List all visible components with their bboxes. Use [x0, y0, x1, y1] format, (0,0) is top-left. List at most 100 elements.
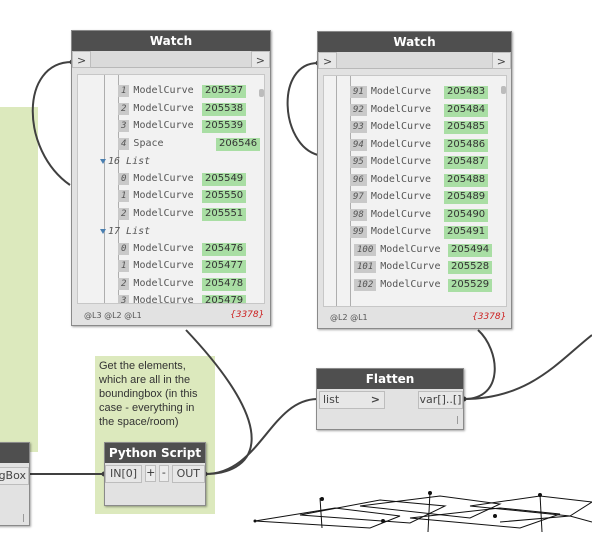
item-index: 2 — [118, 277, 130, 290]
collapse-triangle-icon[interactable] — [100, 228, 106, 234]
left-group-background — [0, 107, 38, 452]
list-group-header[interactable]: 17 List — [100, 226, 150, 237]
python-script-node[interactable]: Python Script IN[0] + - OUT — [104, 442, 206, 506]
bounding-box-node[interactable]: gBox | — [0, 442, 30, 526]
note-line: case - everything in — [99, 402, 195, 414]
item-label: ModelCurve — [133, 85, 194, 96]
item-index: 0 — [118, 242, 130, 255]
item-index: 2 — [118, 207, 130, 220]
item-label: ModelCurve — [370, 208, 432, 220]
element-id-value: 205551 — [202, 207, 247, 221]
flatten-state-marker: | — [456, 415, 459, 424]
item-label: ModelCurve — [380, 261, 441, 272]
element-id-value: 205538 — [202, 102, 247, 116]
watch-node-title: Watch — [72, 31, 270, 51]
item-label: ModelCurve — [133, 295, 194, 304]
item-label: Space — [133, 137, 164, 149]
list-group-header[interactable]: 16 List — [100, 156, 150, 167]
element-id-value: 205490 — [444, 208, 489, 222]
bounding-box-output-port[interactable]: gBox — [0, 467, 29, 485]
python-output-port[interactable]: OUT — [171, 465, 205, 483]
item-index: 92 — [350, 103, 367, 116]
note-line: which are all in the — [99, 374, 191, 386]
element-id-value: 205539 — [202, 120, 247, 133]
watch-item-count: {3378} — [230, 310, 265, 320]
python-input-port[interactable]: IN[0] — [105, 465, 143, 483]
element-id-value: 205550 — [202, 190, 247, 203]
flatten-node[interactable]: Flatten list > var[]..[] | — [316, 368, 464, 430]
item-label: ModelCurve — [370, 138, 432, 150]
tree-guide-line — [104, 75, 105, 303]
watch-port-row: > > — [72, 50, 270, 68]
python-script-title: Python Script — [105, 443, 205, 463]
scrollbar-thumb[interactable] — [259, 89, 264, 97]
watch-port-row: > > — [318, 51, 511, 69]
element-id-value: 205549 — [202, 172, 247, 186]
item-label: ModelCurve — [133, 102, 194, 114]
item-index: 0 — [118, 172, 130, 185]
item-index: 98 — [350, 208, 367, 221]
flatten-output-port[interactable]: var[]..[] — [418, 391, 463, 409]
element-id-value: 205487 — [444, 156, 489, 169]
add-input-button[interactable]: + — [145, 465, 157, 482]
item-index: 96 — [350, 173, 367, 186]
item-index: 3 — [118, 120, 130, 132]
note-line: the space/room) — [99, 416, 179, 428]
item-index: 93 — [350, 121, 367, 133]
item-label: ModelCurve — [380, 278, 441, 290]
item-index: 102 — [354, 278, 377, 291]
element-id-value: 205479 — [202, 295, 247, 303]
element-id-value: 205484 — [444, 103, 489, 117]
watch-output-port[interactable]: > — [250, 50, 270, 68]
watch-node-title: Watch — [318, 32, 511, 52]
item-index: 2 — [118, 102, 130, 115]
flatten-input-port[interactable]: list > — [319, 391, 385, 409]
geometry-preview — [253, 491, 592, 533]
element-id-value: 205476 — [202, 242, 247, 256]
watch-input-port[interactable]: > — [72, 50, 92, 68]
item-label: ModelCurve — [370, 156, 432, 167]
item-label: ModelCurve — [380, 243, 441, 255]
item-index: 100 — [354, 243, 377, 256]
remove-input-button[interactable]: - — [159, 465, 169, 482]
watch-output-port[interactable]: > — [491, 51, 511, 69]
item-label: ModelCurve — [133, 260, 194, 271]
wire-python-to-flatten — [204, 398, 318, 475]
scrollbar-thumb[interactable] — [501, 86, 506, 94]
item-index: 1 — [118, 85, 130, 97]
watch-levels: @L3 @L2 @L1 — [84, 311, 142, 320]
item-label: ModelCurve — [133, 242, 194, 254]
element-id-value: 205494 — [448, 243, 493, 257]
item-index: 94 — [350, 138, 367, 151]
collapse-triangle-icon[interactable] — [100, 158, 106, 164]
item-label: ModelCurve — [370, 103, 432, 115]
element-id-value: 205488 — [444, 173, 489, 187]
tree-guide-line — [118, 75, 119, 303]
tree-guide-line — [336, 76, 337, 306]
bounding-box-state-marker: | — [22, 513, 25, 522]
watch-levels: @L2 @L1 — [330, 313, 368, 322]
chevron-right-icon: > — [370, 393, 380, 406]
wire-flatten-out-right — [463, 334, 592, 400]
item-label: ModelCurve — [370, 191, 432, 202]
watch-input-port[interactable]: > — [318, 51, 338, 69]
note-line: boundingbox (in this — [99, 388, 198, 400]
item-index: 1 — [118, 260, 130, 272]
item-index: 99 — [350, 226, 367, 238]
